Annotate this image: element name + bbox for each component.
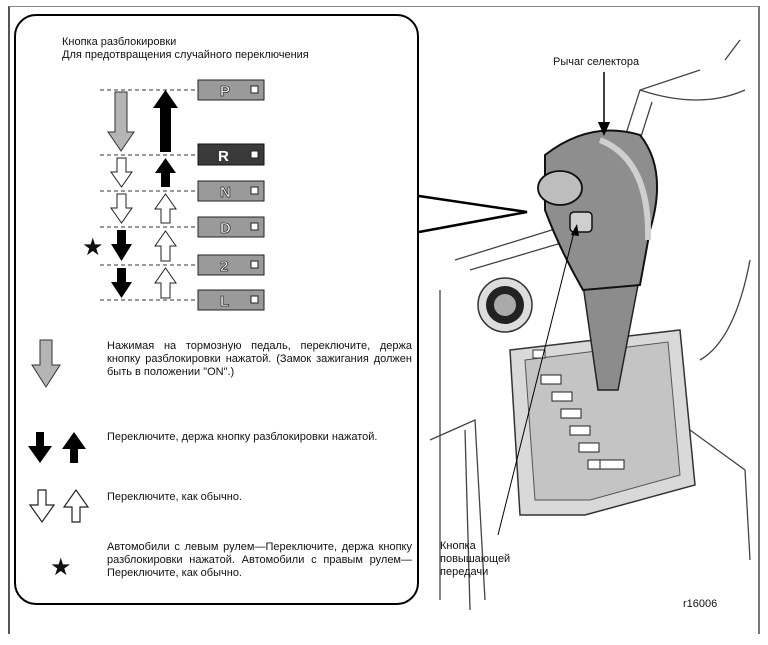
shift-gate: [509, 329, 696, 516]
selector-lever-label: Рычаг селектора: [553, 56, 640, 68]
gear-label-l: L: [220, 293, 229, 310]
black-arrow-up-n-to-r: [155, 158, 176, 187]
callout-title: Кнопка разблокировки: [62, 36, 177, 48]
figure-code: r16006: [683, 598, 718, 610]
white-arrow-up-2-to-d: [154, 230, 177, 262]
gear-label-2: 2: [220, 258, 228, 275]
white-arrow-down-r-to-n: [110, 157, 133, 188]
gear-label-n: N: [220, 184, 231, 201]
black-arrow-up-r-to-p: [153, 90, 178, 152]
gear-box-n: [197, 180, 265, 202]
legend-gray-arrow-icon: [31, 339, 61, 388]
overdrive-button-label: Кнопка повышающей передачи: [440, 540, 511, 578]
black-arrow-down-2-to-l: [111, 268, 132, 298]
console-knob: [477, 277, 533, 333]
legend-black-up-arrow-icon: [62, 432, 86, 463]
white-arrow-down-n-to-d: [110, 193, 133, 224]
selector-lever-knob: [537, 129, 659, 292]
gear-box-l: [197, 289, 265, 311]
gray-arrow-down-p-to-r: [107, 91, 135, 152]
legend-white-up-arrow-icon: [62, 488, 90, 523]
gear-box-r: [197, 143, 265, 166]
gear-label-p: P: [220, 83, 230, 100]
legend-gray-arrow-text: Нажимая на тормозную педаль, переключите…: [107, 340, 412, 378]
gear-label-d: D: [220, 220, 231, 237]
legend-black-down-arrow-icon: [28, 432, 52, 463]
legend-star-text: Автомобили с левым рулем—Переключите, де…: [107, 541, 412, 579]
legend-black-arrows-text: Переключите, держа кнопку разблокировки …: [107, 431, 378, 443]
white-arrow-up-l-to-2: [154, 267, 177, 299]
white-arrow-up-d-to-n: [154, 193, 177, 224]
legend-white-down-arrow-icon: [28, 489, 56, 524]
legend-star-icon: ★: [50, 554, 72, 581]
legend-white-arrows-text: Переключите, как обычно.: [107, 491, 242, 503]
gear-guide-lines: [100, 89, 197, 301]
gear-box-p: [197, 79, 265, 101]
figure-frame: [8, 6, 760, 634]
gear-box-2: [197, 254, 265, 276]
star-icon: ★: [82, 234, 104, 261]
black-arrow-down-d-to-2: [111, 230, 132, 261]
gear-box-d: [197, 216, 265, 238]
gear-label-r: R: [218, 148, 229, 165]
callout-subtitle: Для предотвращения случайного переключен…: [62, 49, 309, 61]
